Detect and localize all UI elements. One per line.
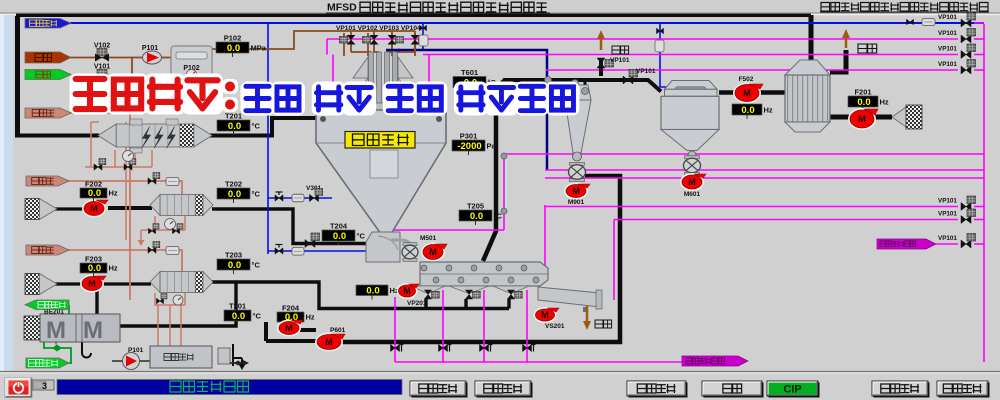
svg-text:V102: V102 (94, 43, 110, 50)
svg-text:°C: °C (357, 232, 366, 241)
svg-text:°C: °C (494, 212, 503, 221)
svg-text:0.0: 0.0 (228, 189, 241, 200)
svg-text:V301: V301 (306, 185, 322, 192)
svg-text:VP101: VP101 (938, 235, 957, 242)
svg-text:°C: °C (252, 261, 261, 270)
svg-text:T201: T201 (225, 112, 242, 121)
svg-text:0.0: 0.0 (232, 311, 245, 322)
svg-text:VP201: VP201 (407, 300, 427, 307)
svg-text:Hz: Hz (109, 264, 118, 273)
svg-text:0.0: 0.0 (366, 285, 379, 296)
svg-text:-2000: -2000 (457, 141, 481, 152)
svg-text:0.0: 0.0 (857, 97, 870, 108)
svg-text:P102: P102 (183, 65, 199, 72)
svg-text:VP101: VP101 (938, 30, 957, 37)
svg-text:VP101 VP102 VP103 VP104: VP101 VP102 VP103 VP104 (336, 25, 421, 32)
svg-text:Hz: Hz (109, 189, 118, 198)
svg-text:T204: T204 (330, 222, 348, 231)
svg-text:VP101: VP101 (610, 57, 630, 64)
svg-text:P101: P101 (128, 347, 144, 354)
svg-text:Hz: Hz (390, 286, 399, 295)
svg-text:T301: T301 (229, 302, 246, 311)
svg-text:M: M (285, 323, 293, 333)
svg-text:0.0: 0.0 (285, 312, 298, 323)
svg-text:T205: T205 (467, 202, 484, 211)
svg-text:VP101: VP101 (938, 61, 957, 68)
svg-text:°C: °C (252, 190, 261, 199)
svg-text:M: M (743, 88, 751, 98)
svg-text:M: M (325, 337, 333, 347)
svg-text:M501: M501 (420, 235, 437, 242)
svg-text:0.0: 0.0 (228, 260, 241, 271)
svg-text:M: M (858, 114, 866, 124)
svg-text:0.0: 0.0 (470, 211, 483, 222)
svg-text:V101: V101 (94, 64, 110, 71)
svg-text:P101: P101 (142, 45, 158, 52)
svg-text:M: M (403, 286, 411, 296)
svg-text:Hz: Hz (764, 106, 773, 115)
svg-text:F502: F502 (739, 76, 754, 83)
svg-text:T203: T203 (225, 251, 242, 260)
svg-text:0.0: 0.0 (741, 105, 754, 116)
svg-text:0.0: 0.0 (228, 121, 241, 132)
svg-text:Hz: Hz (880, 98, 889, 107)
svg-text:°C: °C (253, 312, 262, 321)
svg-text:F203: F203 (85, 255, 102, 264)
svg-text:3: 3 (42, 381, 47, 391)
svg-text:CIP: CIP (783, 383, 801, 395)
svg-text:VP101: VP101 (938, 211, 957, 218)
svg-text:BE201: BE201 (44, 309, 64, 316)
svg-text:M901: M901 (568, 199, 585, 206)
svg-text:VP101: VP101 (938, 46, 957, 53)
svg-text:T601: T601 (461, 68, 478, 77)
svg-text:M: M (83, 317, 103, 344)
svg-text:M: M (572, 186, 580, 196)
svg-text:0.0: 0.0 (227, 43, 240, 54)
svg-text:VP101: VP101 (938, 198, 957, 205)
svg-text:M: M (88, 279, 96, 289)
svg-text:M: M (46, 317, 66, 344)
svg-text:M: M (90, 204, 98, 214)
svg-text:M: M (688, 177, 696, 187)
svg-text:T202: T202 (225, 180, 242, 189)
svg-text:0.0: 0.0 (88, 188, 101, 199)
svg-text:P301: P301 (460, 132, 478, 141)
svg-text:MPa: MPa (251, 44, 267, 53)
svg-text:0.0: 0.0 (88, 263, 101, 274)
svg-text:VP101: VP101 (938, 14, 957, 21)
svg-text:F204: F204 (282, 304, 300, 313)
svg-text:M: M (541, 310, 549, 320)
svg-text:°C: °C (252, 122, 261, 131)
svg-text:P102: P102 (224, 34, 242, 43)
svg-text:F202: F202 (85, 180, 102, 189)
svg-text:Pa: Pa (487, 142, 497, 151)
svg-text:VS201: VS201 (545, 323, 565, 330)
svg-text:M: M (429, 247, 437, 257)
svg-text:0.0: 0.0 (333, 231, 346, 242)
svg-text:VP101: VP101 (636, 68, 656, 75)
svg-text:F201: F201 (854, 88, 871, 97)
svg-text:M601: M601 (684, 191, 701, 198)
svg-text:Hz: Hz (306, 313, 315, 322)
svg-text:P601: P601 (330, 327, 346, 334)
svg-text:MFSD: MFSD (327, 2, 357, 14)
